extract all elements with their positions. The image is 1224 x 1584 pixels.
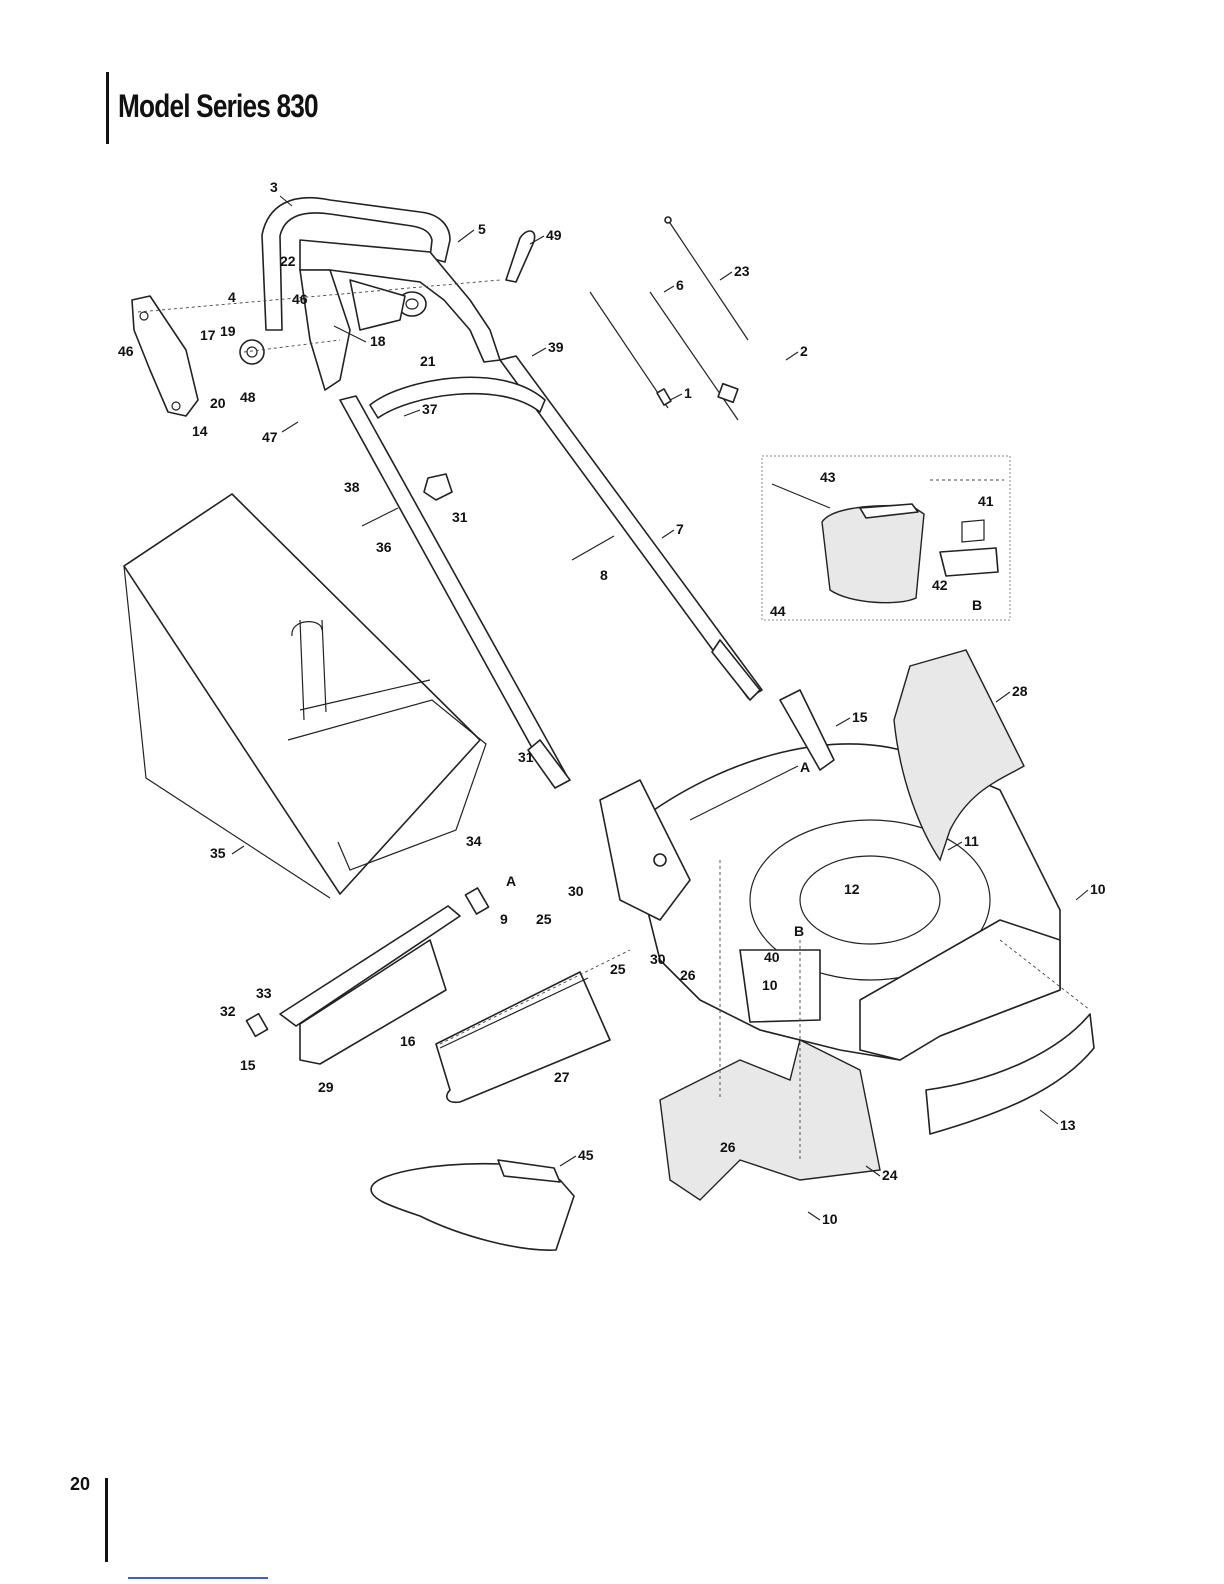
callout-14: 14 — [192, 423, 208, 439]
callout-49: 49 — [546, 227, 562, 243]
callout-39: 39 — [548, 339, 564, 355]
callout-7: 7 — [676, 521, 684, 537]
callout-26-baffle: 26 — [720, 1139, 736, 1155]
bottom-link-underline[interactable] — [128, 1577, 268, 1579]
callout-5: 5 — [478, 221, 486, 237]
callout-18: 18 — [370, 333, 386, 349]
callout-25-lower: 25 — [610, 961, 626, 977]
callout-a-deck: A — [800, 759, 810, 775]
callout-17: 17 — [200, 327, 216, 343]
callout-4: 4 — [228, 289, 236, 305]
callout-10-right: 10 — [1090, 881, 1106, 897]
callout-43: 43 — [820, 469, 836, 485]
callout-25-left: 25 — [536, 911, 552, 927]
callout-37: 37 — [422, 401, 438, 417]
callout-44: 44 — [770, 603, 786, 619]
callout-47: 47 — [262, 429, 278, 445]
callout-15-door: 15 — [240, 1057, 256, 1073]
callout-13: 13 — [1060, 1117, 1076, 1133]
callout-30-upper: 30 — [568, 883, 584, 899]
bracket-14 — [132, 296, 198, 416]
callout-30-lower: 30 — [650, 951, 666, 967]
callout-12: 12 — [844, 881, 860, 897]
callout-38: 38 — [344, 479, 360, 495]
callout-10-mid: 10 — [762, 977, 778, 993]
callout-46-handle: 46 — [292, 291, 308, 307]
callout-29: 29 — [318, 1079, 334, 1095]
baffle-24 — [660, 1040, 880, 1200]
callout-33: 33 — [256, 985, 272, 1001]
callout-8: 8 — [600, 567, 608, 583]
callout-23: 23 — [734, 263, 750, 279]
callout-46-bracket: 46 — [118, 343, 134, 359]
mulch-plug-45 — [371, 1160, 574, 1250]
callout-b-inset: B — [972, 597, 982, 613]
callout-2: 2 — [800, 343, 808, 359]
callout-34: 34 — [466, 833, 482, 849]
callout-31-lower: 31 — [518, 749, 534, 765]
inset-44 — [762, 456, 1010, 620]
bolt-36 — [362, 508, 398, 526]
callout-6: 6 — [676, 277, 684, 293]
callout-27: 27 — [554, 1069, 570, 1085]
callout-1: 1 — [684, 385, 692, 401]
cable-1 — [590, 292, 671, 408]
rear-flap-27 — [436, 972, 610, 1102]
callout-24: 24 — [882, 1167, 898, 1183]
rear-door-29 — [280, 906, 460, 1064]
callout-40: 40 — [764, 949, 780, 965]
callout-36: 36 — [376, 539, 392, 555]
callout-48: 48 — [240, 389, 256, 405]
callout-a-spring: A — [506, 873, 516, 889]
callout-3: 3 — [270, 179, 278, 195]
callout-16: 16 — [400, 1033, 416, 1049]
bolt-8 — [572, 536, 614, 560]
callout-10-bottom: 10 — [822, 1211, 838, 1227]
callout-28: 28 — [1012, 683, 1028, 699]
deck-11 — [640, 744, 1060, 1060]
knob-48 — [240, 340, 264, 364]
page-number: 20 — [70, 1474, 90, 1495]
callout-b-deck: B — [794, 923, 804, 939]
callout-21: 21 — [420, 353, 436, 369]
callout-35: 35 — [210, 845, 226, 861]
spring-32 — [246, 1014, 267, 1037]
callout-22: 22 — [280, 253, 296, 269]
callout-42: 42 — [932, 577, 948, 593]
callout-41: 41 — [978, 493, 994, 509]
callout-45: 45 — [578, 1147, 594, 1163]
callout-19: 19 — [220, 323, 236, 339]
callout-31-upper: 31 — [452, 509, 468, 525]
callout-9: 9 — [500, 911, 508, 927]
knob-31-upper — [424, 474, 452, 500]
lever-49 — [506, 231, 535, 282]
page-number-rule — [105, 1478, 108, 1562]
callout-26-deck: 26 — [680, 967, 696, 983]
callout-15-deck: 15 — [852, 709, 868, 725]
spring-9 — [465, 888, 488, 914]
callout-20: 20 — [210, 395, 226, 411]
callout-11: 11 — [964, 833, 979, 849]
callout-32: 32 — [220, 1003, 236, 1019]
